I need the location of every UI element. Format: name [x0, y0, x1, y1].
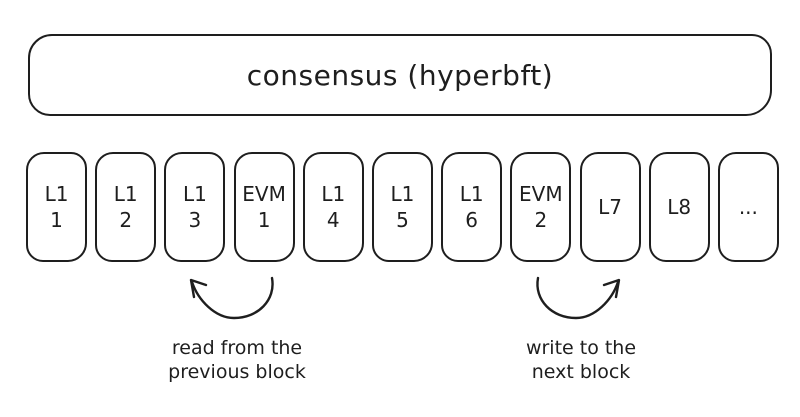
read-annotation: read from the previous block	[127, 336, 347, 384]
read-arrow-icon	[189, 276, 274, 320]
write-arrow-icon	[536, 276, 621, 320]
read-annotation-line2: previous block	[168, 361, 306, 383]
block-l7: L7	[579, 152, 641, 262]
block-number: 6	[465, 208, 478, 232]
block-number: 3	[188, 208, 202, 232]
block-evm-2: EVM 2	[510, 152, 572, 262]
block-number: 1	[257, 208, 271, 232]
block-number: 2	[119, 208, 133, 232]
block-label: EVM	[519, 182, 563, 206]
block-label: L7	[598, 195, 622, 219]
block-l1-5: L1 5	[371, 152, 433, 262]
block-l8: L8	[648, 152, 710, 262]
block-number: 1	[50, 208, 63, 232]
blocks-row: L1 1 L1 2 L1 3 EVM 1 L1 4 L1 5 L1 6 EVM	[26, 152, 779, 262]
block-label: L1	[182, 182, 207, 206]
block-number: 5	[396, 208, 409, 232]
consensus-label: consensus (hyperbft)	[246, 58, 554, 92]
block-l1-2: L1 2	[95, 152, 157, 262]
block-l1-3: L1 3	[164, 152, 226, 262]
block-label: L1	[113, 182, 138, 206]
block-label: L1	[44, 182, 69, 206]
block-label: L1	[390, 182, 415, 206]
consensus-box: consensus (hyperbft)	[28, 34, 772, 116]
block-number: 4	[326, 208, 340, 232]
write-annotation-line1: write to the	[525, 337, 637, 359]
block-label: EVM	[242, 182, 286, 206]
block-l1-4: L1 4	[302, 152, 364, 262]
block-l1-6: L1 6	[441, 152, 503, 262]
block-evm-1: EVM 1	[233, 152, 295, 262]
block-label: ...	[738, 195, 758, 219]
block-label: L1	[459, 182, 484, 206]
block-l1-1: L1 1	[26, 152, 87, 262]
block-number: 2	[534, 208, 548, 232]
write-annotation-line2: next block	[531, 361, 631, 383]
block-ellipsis: ...	[717, 152, 779, 262]
read-annotation-line1: read from the	[171, 337, 303, 359]
block-label: L8	[667, 195, 692, 219]
block-label: L1	[321, 182, 346, 206]
write-annotation: write to the next block	[471, 336, 691, 384]
